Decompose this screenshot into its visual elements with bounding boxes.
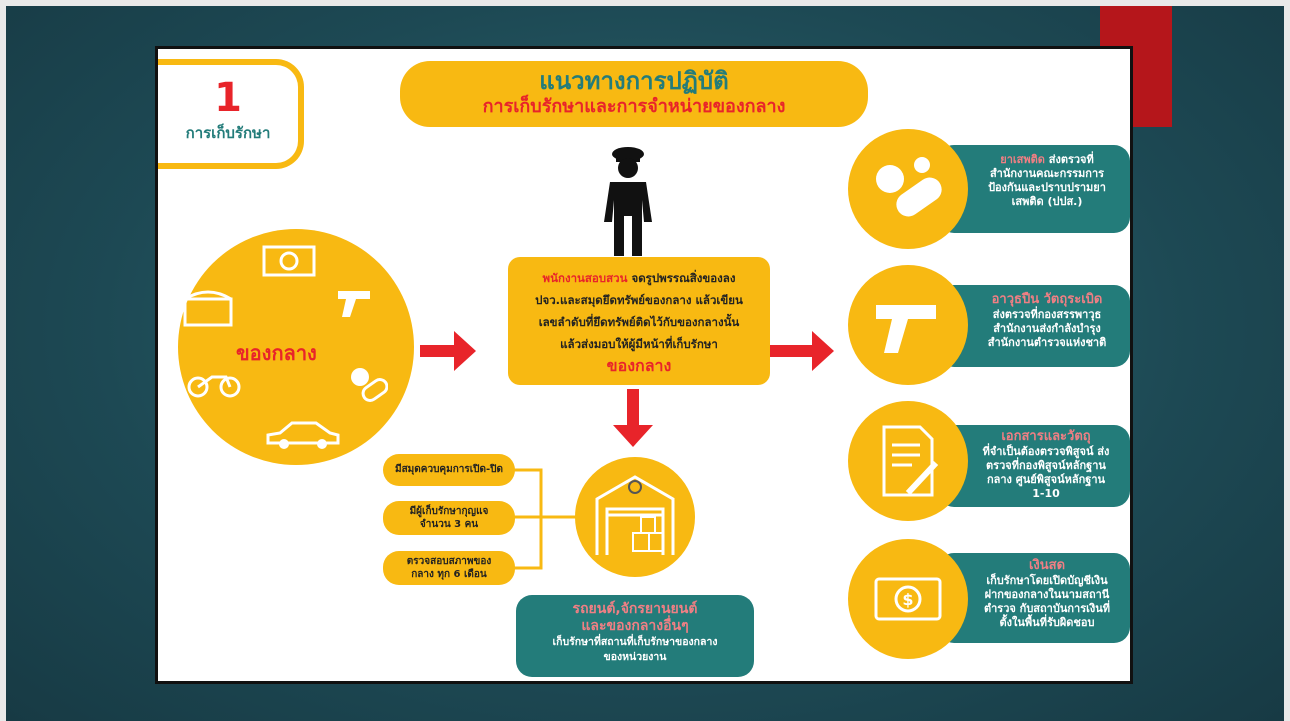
- category-documents: เอกสารและวัตถุ ที่จำเป็นต้องตรวจพิสูจน์ …: [938, 425, 1130, 507]
- text-line: สำนักงานคณะกรรมการ: [989, 167, 1105, 180]
- arrow-down-icon: [613, 389, 653, 447]
- text-line: ตั้งในพื้นที่รับผิดชอบ: [999, 616, 1095, 629]
- motorcycle-icon: [187, 375, 241, 398]
- evidence-circle: ของกลาง: [178, 229, 414, 465]
- pills-icon: [351, 368, 388, 402]
- text-line: ส่งตรวจที่: [1048, 153, 1094, 166]
- officer-icon: [604, 147, 652, 256]
- slide: 1 การเก็บรักษา แนวทางการปฏิบัติ การเก็บร…: [155, 46, 1133, 684]
- text-line: ตรวจสอบสภาพของกลาง ทุก 6 เดือน: [406, 556, 492, 580]
- gun-icon: [338, 291, 370, 317]
- weapons-circle: [848, 265, 968, 385]
- pills-icon: [876, 157, 942, 217]
- title-main: แนวทางการปฏิบัติ: [539, 67, 729, 95]
- warehouse-circle: [575, 457, 695, 577]
- text-line: ตำรวจ กับสถาบันการเงินที่: [983, 602, 1111, 615]
- document-icon: [882, 425, 939, 497]
- vehicles-text: ของหน่วยงาน: [603, 651, 667, 663]
- category-title: เอกสารและวัตถุ: [1001, 429, 1091, 444]
- procedure-line: จดรูปพรรณสิ่งของลง: [631, 271, 736, 285]
- category-drugs: ยาเสพติด ส่งตรวจที่ สำนักงานคณะกรรมการป้…: [938, 145, 1130, 233]
- money-icon: $: [874, 577, 942, 621]
- section-badge: 1 การเก็บรักษา: [158, 59, 304, 169]
- procedure-highlight: พนักงานสอบสวน: [542, 271, 628, 285]
- text-line: 1-10: [1032, 487, 1060, 500]
- text-line: ที่จำเป็นต้องตรวจพิสูจน์ ส่ง: [982, 445, 1110, 458]
- category-title: เงินสด: [1028, 558, 1066, 573]
- vehicles-text: เก็บรักษาที่สถานที่เก็บรักษาของกลาง: [552, 636, 718, 648]
- storage-rule: ตรวจสอบสภาพของกลาง ทุก 6 เดือน: [383, 551, 515, 585]
- documents-circle: [848, 401, 968, 521]
- title-banner: แนวทางการปฏิบัติ การเก็บรักษาและการจำหน่…: [400, 61, 868, 127]
- badge-number: 1: [214, 75, 242, 121]
- vehicles-title: รถยนต์,จักรยานยนต์: [572, 601, 698, 617]
- procedure-line: แล้วส่งมอบให้ผู้มีหน้าที่เก็บรักษา: [560, 337, 718, 351]
- category-title: ยาเสพติด: [1000, 153, 1045, 166]
- vehicles-box: รถยนต์,จักรยานยนต์ และของกลางอื่นๆ เก็บร…: [516, 595, 754, 677]
- category-cash: เงินสด เก็บรักษาโดยเปิดบัญชีเงินฝากของกล…: [938, 553, 1130, 643]
- text-line: ส่งตรวจที่กองสรรพาวุธ: [992, 308, 1102, 321]
- svg-text:$: $: [902, 590, 913, 609]
- procedure-line: เลขลำดับที่ยึดทรัพย์ติดไว้กับของกลางนั้น: [538, 315, 740, 329]
- text-line: เก็บรักษาโดยเปิดบัญชีเงิน: [986, 574, 1108, 587]
- treasure-chest-icon: [183, 290, 233, 327]
- text-line: ป้องกันและปราบปรามยา: [988, 181, 1106, 194]
- category-weapons: อาวุธปืน วัตถุระเบิด ส่งตรวจที่กองสรรพาว…: [938, 285, 1130, 367]
- warehouse-icon: [595, 475, 675, 555]
- drugs-circle: [848, 129, 968, 249]
- text-line: ตรวจที่กองพิสูจน์หลักฐาน: [986, 459, 1106, 472]
- connector-lines: [513, 468, 581, 570]
- money-icon: [262, 245, 316, 277]
- procedure-footer: ของกลาง: [606, 356, 672, 375]
- text-line: ฝากของกลางในนามสถานี: [984, 588, 1110, 601]
- badge-label: การเก็บรักษา: [185, 124, 271, 142]
- text-line: เสพติด (ปปส.): [1011, 195, 1083, 208]
- text-line: มีสมุดควบคุมการเปิด-ปิด: [394, 464, 503, 475]
- cash-circle: $: [848, 539, 968, 659]
- category-title: อาวุธปืน วัตถุระเบิด: [991, 292, 1103, 307]
- title-sub: การเก็บรักษาและการจำหน่ายของกลาง: [482, 96, 786, 117]
- procedure-line: ปจว.และสมุดยึดทรัพย์ของกลาง แล้วเขียน: [535, 293, 743, 307]
- storage-rule: มีผู้เก็บรักษากุญแจ จำนวน 3 คน: [383, 501, 515, 535]
- car-icon: [266, 421, 340, 449]
- text-line: มีผู้เก็บรักษากุญแจ จำนวน 3 คน: [409, 506, 489, 530]
- arrow-right-icon: [770, 331, 834, 371]
- vehicles-title: และของกลางอื่นๆ: [581, 618, 689, 634]
- text-line: สำนักงานตำรวจแห่งชาติ: [987, 336, 1107, 349]
- procedure-box: พนักงานสอบสวน จดรูปพรรณสิ่งของลง ปจว.และ…: [508, 257, 770, 385]
- gun-icon: [876, 305, 936, 353]
- text-line: สำนักงานส่งกำลังบำรุง: [993, 322, 1101, 335]
- arrow-right-icon: [420, 331, 476, 371]
- evidence-label: ของกลาง: [236, 341, 317, 365]
- storage-rule: มีสมุดควบคุมการเปิด-ปิด: [383, 454, 515, 486]
- text-line: กลาง ศูนย์พิสูจน์หลักฐาน: [986, 473, 1106, 486]
